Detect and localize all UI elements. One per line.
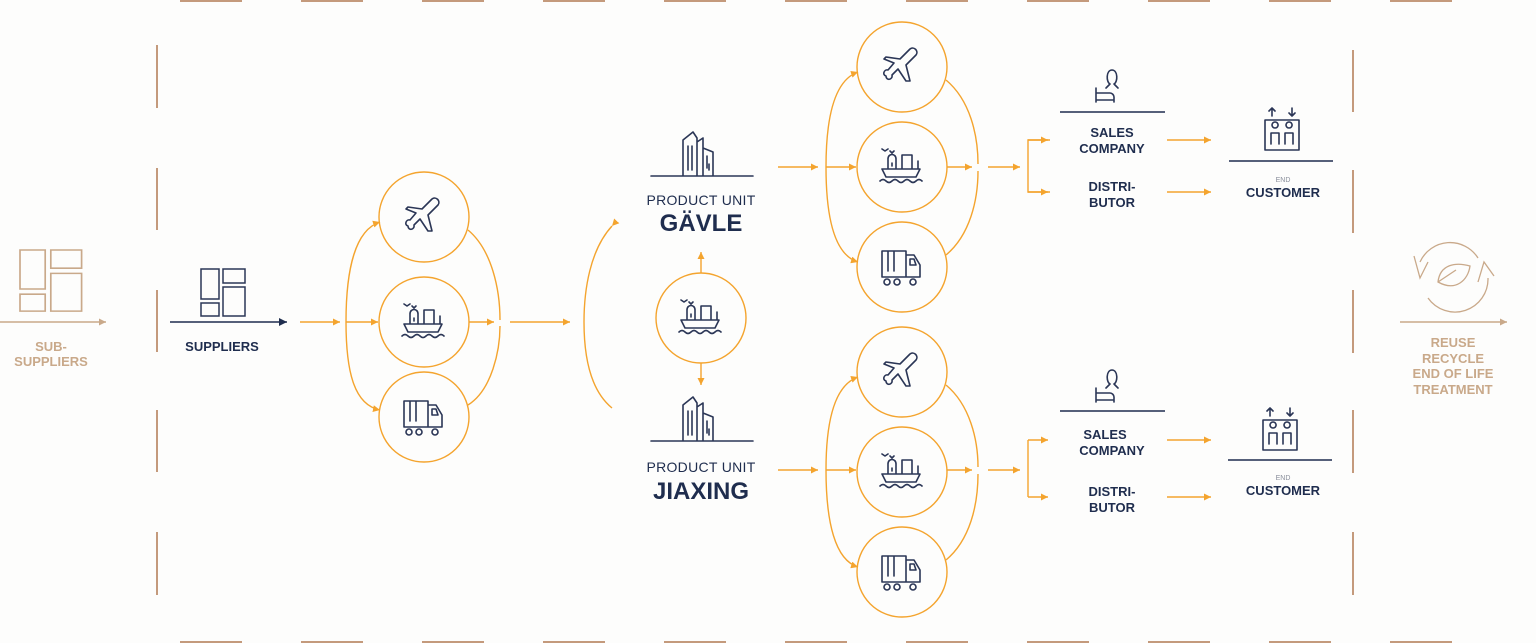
distributor-label-2: BUTOR (1089, 195, 1136, 210)
plane-icon (883, 352, 918, 387)
inbound-transport (300, 171, 570, 463)
product-unit-label: PRODUCT UNIT (646, 459, 755, 475)
truck-icon (881, 250, 921, 286)
eol-label-reuse: REUSE (1431, 335, 1476, 350)
ship-icon (401, 303, 445, 339)
recycle-leaf-icon (1413, 241, 1495, 313)
sales-channel-gavle: SALES COMPANY DISTRI- BUTOR END CUSTOMER (1027, 69, 1333, 210)
plane-icon (405, 197, 440, 232)
sales-company-label-2: COMPANY (1079, 443, 1145, 458)
sub-suppliers-node: SUB- SUPPLIERS (0, 249, 106, 369)
transport-air-circle (378, 171, 470, 263)
eol-label-treatment: TREATMENT (1413, 382, 1492, 397)
eol-label-end-of-life: END OF LIFE (1413, 366, 1494, 381)
customer-label: CUSTOMER (1246, 185, 1321, 200)
product-unit-label: PRODUCT UNIT (646, 192, 755, 208)
seller-icon (1095, 69, 1119, 103)
sub-suppliers-label-1: SUB- (35, 339, 67, 354)
end-small-label: END (1276, 475, 1291, 482)
factory-icon (650, 131, 754, 177)
product-unit-name: JIAXING (653, 478, 749, 505)
ship-icon (879, 148, 923, 184)
distributor-label: DISTRI- (1089, 179, 1136, 194)
product-unit-jiaxing: PRODUCT UNIT JIAXING (646, 396, 755, 505)
plane-icon (883, 47, 918, 82)
sub-suppliers-label-2: SUPPLIERS (14, 354, 88, 369)
suppliers-node: SUPPLIERS (170, 268, 287, 354)
outbound-transport-jiaxing (778, 326, 1020, 618)
end-small-label: END (1276, 177, 1291, 184)
product-units: PRODUCT UNIT GÄVLE PRODUCT UNIT JIAXING (583, 131, 755, 505)
sales-company-label: SALES (1083, 427, 1127, 442)
outbound-transport-gavle (778, 21, 1020, 313)
ship-icon (678, 299, 722, 335)
transport-road-circle (378, 371, 470, 463)
sales-channel-jiaxing: SALES COMPANY DISTRI- BUTOR END CUSTOMER (1027, 369, 1332, 515)
product-unit-name: GÄVLE (660, 210, 743, 237)
sales-company-label: SALES (1090, 125, 1134, 140)
sales-company-label-2: COMPANY (1079, 141, 1145, 156)
suppliers-label: SUPPLIERS (185, 339, 259, 354)
end-customer-icon (1264, 107, 1300, 151)
end-of-life-node: REUSE RECYCLE END OF LIFE TREATMENT (1400, 241, 1507, 397)
transport-sea-circle (378, 276, 470, 368)
boxes-icon (19, 249, 83, 312)
distributor-label: DISTRI- (1089, 484, 1136, 499)
seller-icon (1095, 369, 1119, 403)
distributor-label-2: BUTOR (1089, 500, 1136, 515)
factory-icon (650, 396, 754, 442)
ship-icon (879, 453, 923, 489)
boundary-frame (156, 0, 1452, 643)
end-customer-icon (1262, 407, 1298, 451)
truck-icon (881, 555, 921, 591)
truck-icon (403, 400, 443, 436)
product-unit-gavle: PRODUCT UNIT GÄVLE (646, 131, 755, 237)
eol-label-recycle: RECYCLE (1422, 351, 1484, 366)
boxes-icon (200, 268, 246, 317)
customer-label: CUSTOMER (1246, 483, 1321, 498)
